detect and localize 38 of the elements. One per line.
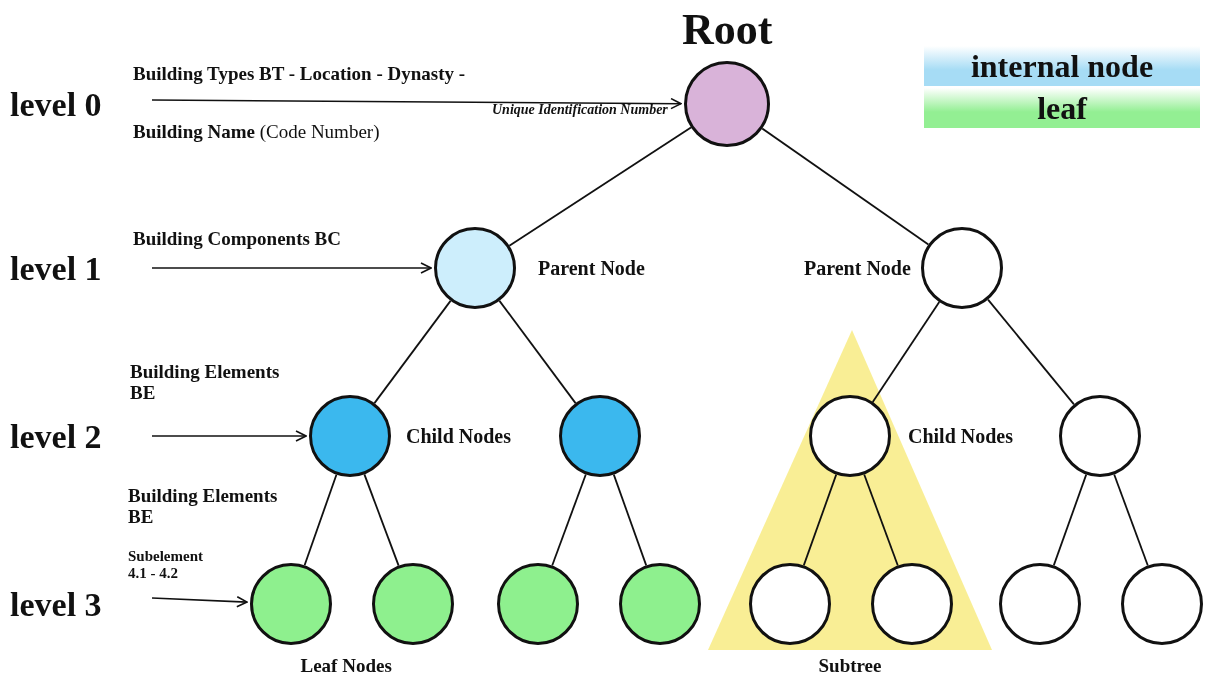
- tree-branch-line: [363, 473, 400, 567]
- arrow: [151, 262, 432, 274]
- group-label: Subtree: [818, 656, 882, 677]
- group-label: Leaf Nodes: [300, 656, 392, 677]
- node-label: Parent Node: [804, 257, 911, 279]
- annotation-text: Building Elements BE: [130, 362, 281, 404]
- tree-branch-line: [498, 300, 577, 404]
- arrow: [151, 430, 307, 442]
- level-label: level 0: [10, 86, 102, 124]
- node-label: Child Nodes: [406, 425, 512, 447]
- legend-text: internal node: [970, 50, 1154, 82]
- tree-branch-line: [1113, 473, 1149, 567]
- annotation-text: Unique Identification Number: [492, 102, 668, 118]
- tree-branch-line: [551, 473, 587, 567]
- arrow: [151, 97, 682, 110]
- tree-branch-line: [863, 473, 899, 567]
- tree-branch-line: [303, 473, 338, 567]
- legend-text: leaf: [1037, 92, 1087, 124]
- level-label: level 2: [10, 418, 102, 456]
- tree-branch-line: [508, 126, 692, 247]
- level-label: level 3: [10, 586, 102, 624]
- annotation-text: Building Elements BE: [128, 486, 278, 528]
- node-label: Child Nodes: [908, 425, 1014, 447]
- annotation-text: Subelement 4.1 - 4.2: [128, 548, 204, 581]
- tree-branch-line: [987, 298, 1075, 406]
- tree-branch-line: [802, 473, 838, 567]
- root-label: Root: [682, 6, 773, 55]
- tree-branch-line: [373, 300, 452, 404]
- annotation-text: Building Types BT - Location - Dynasty -: [133, 64, 466, 85]
- node-label: Parent Node: [538, 257, 645, 279]
- annotation-text: Building Name (Code Number): [133, 122, 380, 143]
- arrow: [151, 595, 248, 608]
- tree-branch-line: [761, 127, 930, 246]
- tree-branch-line: [871, 301, 941, 403]
- annotation-text: Building Components BC: [133, 229, 341, 250]
- level-label: level 1: [10, 250, 102, 288]
- tree-branch-line: [612, 473, 648, 567]
- tree-branch-line: [1052, 473, 1088, 567]
